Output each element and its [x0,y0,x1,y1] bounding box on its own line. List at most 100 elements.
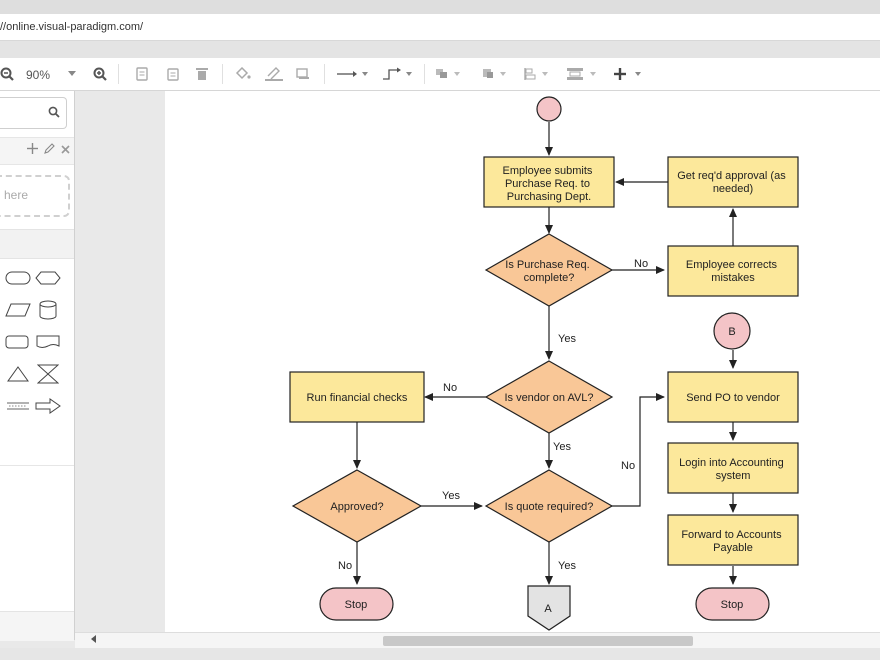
decision-node[interactable] [484,469,614,543]
paste-icon[interactable] [165,64,181,84]
search-icon[interactable] [48,106,60,121]
arrange-icon[interactable] [480,64,510,84]
node-label-line: Forward to Accounts [681,529,782,541]
toolbar-separator [324,64,325,84]
decision-node[interactable] [484,360,614,434]
connector-node[interactable] [713,312,751,350]
toolbar-separator [118,64,119,84]
node-label-line: Payable [713,542,753,554]
rounded-rect-shape-icon[interactable] [4,331,32,353]
address-bar[interactable]: //online.visual-paradigm.com/ [0,14,880,41]
node-label-line: system [716,470,751,482]
process-node[interactable] [289,371,425,423]
offpage-connector-node[interactable] [527,585,571,631]
decision-node[interactable] [484,233,614,307]
edge-label-no: No [634,258,648,270]
node-label: A [544,603,552,615]
connection-style-icon[interactable] [336,64,370,84]
data-shape-icon[interactable] [4,299,32,321]
zoom-value[interactable]: 90% [26,68,51,82]
zoom-out-icon[interactable] [0,64,14,84]
edge-label-yes: Yes [442,490,460,502]
start-node[interactable] [536,96,562,122]
scratchpad-dropzone[interactable]: here [0,175,70,217]
scrollbar-thumb[interactable] [383,636,693,646]
flow-edges [353,122,737,585]
collate-shape-icon[interactable] [34,363,62,385]
align-icon[interactable] [522,64,552,84]
dropzone-text: here [4,188,29,202]
browser-top-strip [0,0,880,14]
dotted-line-shape-icon[interactable] [4,395,32,417]
node-label: Stop [721,599,744,611]
node-label-line: complete? [524,272,575,284]
edit-pencil-icon[interactable] [44,143,55,157]
add-icon[interactable] [27,143,38,157]
scratchpad-header [0,137,74,165]
close-icon[interactable] [61,143,70,157]
process-node[interactable] [667,371,799,423]
node-label-line: Employee corrects [686,259,778,271]
shapes-category-header[interactable] [0,229,74,259]
edge-label-yes: Yes [558,333,576,345]
line-color-icon[interactable] [263,64,285,84]
copy-icon[interactable] [134,64,150,84]
terminal-node[interactable] [695,587,770,621]
edge-label-yes: Yes [558,560,576,572]
preparation-shape-icon[interactable] [34,267,62,289]
node-label-line: mistakes [711,272,755,284]
document-shape-icon[interactable] [34,331,62,353]
delete-icon[interactable] [194,64,210,84]
process-node[interactable] [667,156,799,208]
distribute-icon[interactable] [564,64,600,84]
process-node[interactable] [667,514,799,566]
node-label: Login into Accounting system [679,457,787,482]
sidebar-footer [0,611,74,641]
edge-label-yes: Yes [553,441,571,453]
node-label: Get req'd approval (as needed) [677,170,789,195]
connector-label: B [728,326,735,338]
edge-quote-no[interactable] [611,393,665,507]
node-label-line: Login into Accounting [679,457,784,469]
group-icon[interactable] [434,64,464,84]
node-label: Is Purchase Req. complete? [505,259,592,284]
triangle-shape-icon[interactable] [4,363,32,385]
node-label: Forward to Accounts Payable [681,529,784,554]
edge-label-no: No [443,382,457,394]
edge-label-no: No [621,460,635,472]
decision-node[interactable] [291,469,423,543]
node-label-line: Purchasing Dept. [507,191,591,203]
fill-color-icon[interactable] [234,64,252,84]
node-label: Approved? [330,501,383,513]
scroll-left-arrow-icon[interactable] [91,635,97,645]
menu-strip [0,41,880,58]
process-node[interactable] [667,442,799,494]
horizontal-scrollbar[interactable] [75,632,880,649]
edge-label-no: No [338,560,352,572]
terminal-node[interactable] [319,587,394,621]
process-node[interactable] [483,156,615,208]
node-label: Is quote required? [505,501,594,513]
insert-plus-icon[interactable] [612,64,646,84]
process-node[interactable] [667,245,799,297]
node-label: Employee corrects mistakes [686,259,780,284]
bottom-strip [0,648,880,660]
node-label-line: Employee submits [503,165,593,177]
shadow-icon[interactable] [294,64,312,84]
url-text: //online.visual-paradigm.com/ [0,21,144,33]
shape-sidebar: here [0,91,75,641]
toolbar-separator [222,64,223,84]
waypoints-icon[interactable] [380,64,414,84]
node-label-line: Get req'd approval (as [677,170,786,182]
node-label: Employee submits Purchase Req. to Purcha… [503,165,596,203]
node-label-line: Is Purchase Req. [505,259,589,271]
shape-search-input[interactable] [0,97,67,129]
arrow-shape-icon[interactable] [34,395,62,417]
node-label: Send PO to vendor [686,392,780,404]
toolbar: 90% [0,58,880,91]
database-shape-icon[interactable] [34,299,62,321]
zoom-dropdown-icon[interactable] [66,64,78,84]
zoom-in-icon[interactable] [92,64,108,84]
flowchart-diagram[interactable]: No Yes No Yes Yes No No Yes Employee sub… [0,0,880,640]
terminator-shape-icon[interactable] [4,267,32,289]
